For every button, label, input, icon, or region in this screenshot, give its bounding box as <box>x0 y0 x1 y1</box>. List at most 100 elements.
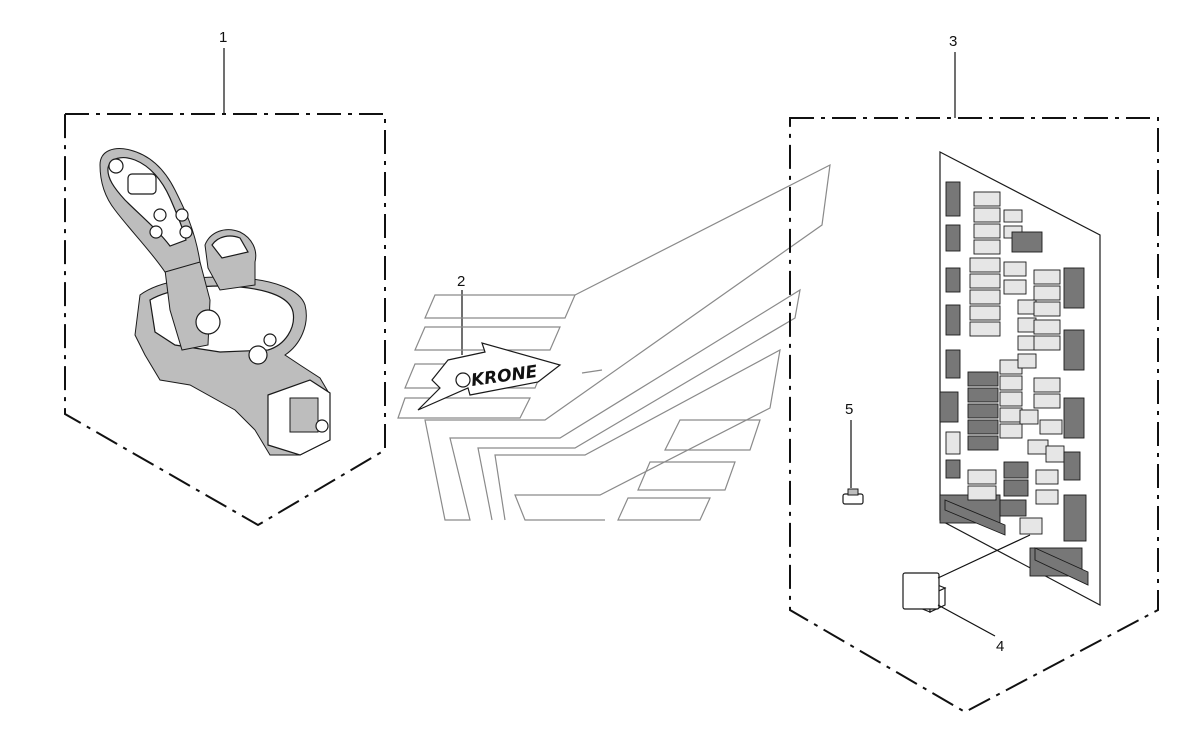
board-component <box>1063 397 1085 439</box>
board-component <box>1033 335 1061 351</box>
decal-strip-1 <box>424 294 576 319</box>
board-component <box>999 407 1023 423</box>
decal-part[interactable]: KRONE <box>397 163 831 521</box>
board-component <box>1045 445 1065 463</box>
board-component <box>945 224 961 252</box>
board-component <box>1019 517 1043 535</box>
board-component <box>1033 269 1061 285</box>
board-component <box>967 485 997 501</box>
decal-chevron-outer <box>424 163 831 521</box>
board-group-boundary <box>789 117 1159 714</box>
board-component <box>999 391 1023 407</box>
board-component <box>1017 335 1037 351</box>
secondary-lever-cap <box>211 235 249 259</box>
board-component <box>969 321 1001 337</box>
board-components <box>939 181 1089 586</box>
decal-strip-2 <box>414 326 561 351</box>
board-component <box>969 257 1001 273</box>
grip-button-right <box>175 208 189 222</box>
callout-2[interactable]: 2 <box>457 273 465 290</box>
joystick-part[interactable] <box>99 148 331 456</box>
grip-rocker-switch <box>127 173 157 195</box>
board-component <box>1003 461 1029 479</box>
board-component <box>1063 451 1081 481</box>
board-component <box>1017 299 1037 315</box>
group-circuit-board: 3 4 5 <box>789 33 1159 714</box>
joystick-bracket-slot <box>289 397 319 433</box>
fuse-part[interactable] <box>842 488 864 505</box>
board-component <box>1033 377 1061 393</box>
callout-1[interactable]: 1 <box>219 29 227 46</box>
board-component <box>1035 469 1059 485</box>
board-edge-connector <box>1034 547 1089 586</box>
board-component <box>945 267 961 293</box>
board-component <box>1017 353 1037 369</box>
board-component <box>1035 489 1059 505</box>
board-component <box>1063 329 1085 371</box>
decal-strip-5 <box>664 419 761 451</box>
board-component <box>939 391 959 423</box>
board-component <box>967 371 999 387</box>
decal-small-mark <box>581 369 603 374</box>
joystick-group-boundary <box>64 113 386 527</box>
decal-strip-7 <box>617 497 711 521</box>
decal-logo-emblem <box>455 372 471 388</box>
board-component <box>967 435 999 451</box>
board-component <box>1003 209 1023 223</box>
board-component <box>1033 319 1061 335</box>
callout-5[interactable]: 5 <box>845 401 853 418</box>
board-component <box>945 349 961 379</box>
board-component <box>1063 494 1087 542</box>
board-component <box>967 387 999 403</box>
board-component <box>945 431 961 455</box>
board-component <box>1063 267 1085 309</box>
board-component <box>967 403 999 419</box>
board-component <box>973 191 1001 207</box>
decal-strip-4 <box>397 397 531 419</box>
board-component <box>1003 479 1029 497</box>
base-knob <box>248 345 268 365</box>
board-component <box>945 459 961 479</box>
board-component <box>1003 261 1027 277</box>
decal-strip-6 <box>637 461 736 491</box>
board-component <box>945 304 961 336</box>
decal-logo-arrow <box>417 342 562 411</box>
board-component <box>945 181 961 217</box>
board-component <box>1027 439 1049 455</box>
group-decal: 2 KRONE <box>397 163 831 521</box>
board-component <box>999 375 1023 391</box>
board-component <box>973 207 1001 223</box>
circuit-board-part[interactable] <box>939 151 1101 606</box>
board-component <box>969 273 1001 289</box>
grip-button-lower-right <box>179 225 193 239</box>
board-component <box>1033 285 1061 301</box>
board-component <box>967 469 997 485</box>
bracket-bolt <box>315 419 329 433</box>
callout-3[interactable]: 3 <box>949 33 957 50</box>
board-component <box>1017 317 1037 333</box>
board-component <box>969 289 1001 305</box>
grip-button-left <box>153 208 167 222</box>
grip-button-top <box>108 158 124 174</box>
base-knob-small <box>263 333 277 347</box>
decal-chevron-inner <box>494 348 781 521</box>
board-component <box>1011 231 1043 253</box>
board-component <box>1003 279 1027 295</box>
board-component <box>973 223 1001 239</box>
relay-part[interactable] <box>902 572 947 613</box>
board-component <box>1033 393 1061 409</box>
board-component <box>1019 409 1039 425</box>
grip-button-lower-left <box>149 225 163 239</box>
fuse-cap <box>847 488 859 496</box>
board-component <box>1039 419 1063 435</box>
callout-4-leader <box>937 604 996 637</box>
board-component <box>1033 301 1061 317</box>
callout-4[interactable]: 4 <box>996 638 1004 655</box>
board-component <box>967 419 999 435</box>
relay-to-board-leader <box>937 534 1031 579</box>
grip-emblem <box>195 309 221 335</box>
board-component <box>973 239 1001 255</box>
group-joystick: 1 <box>64 29 386 527</box>
board-component <box>969 305 1001 321</box>
